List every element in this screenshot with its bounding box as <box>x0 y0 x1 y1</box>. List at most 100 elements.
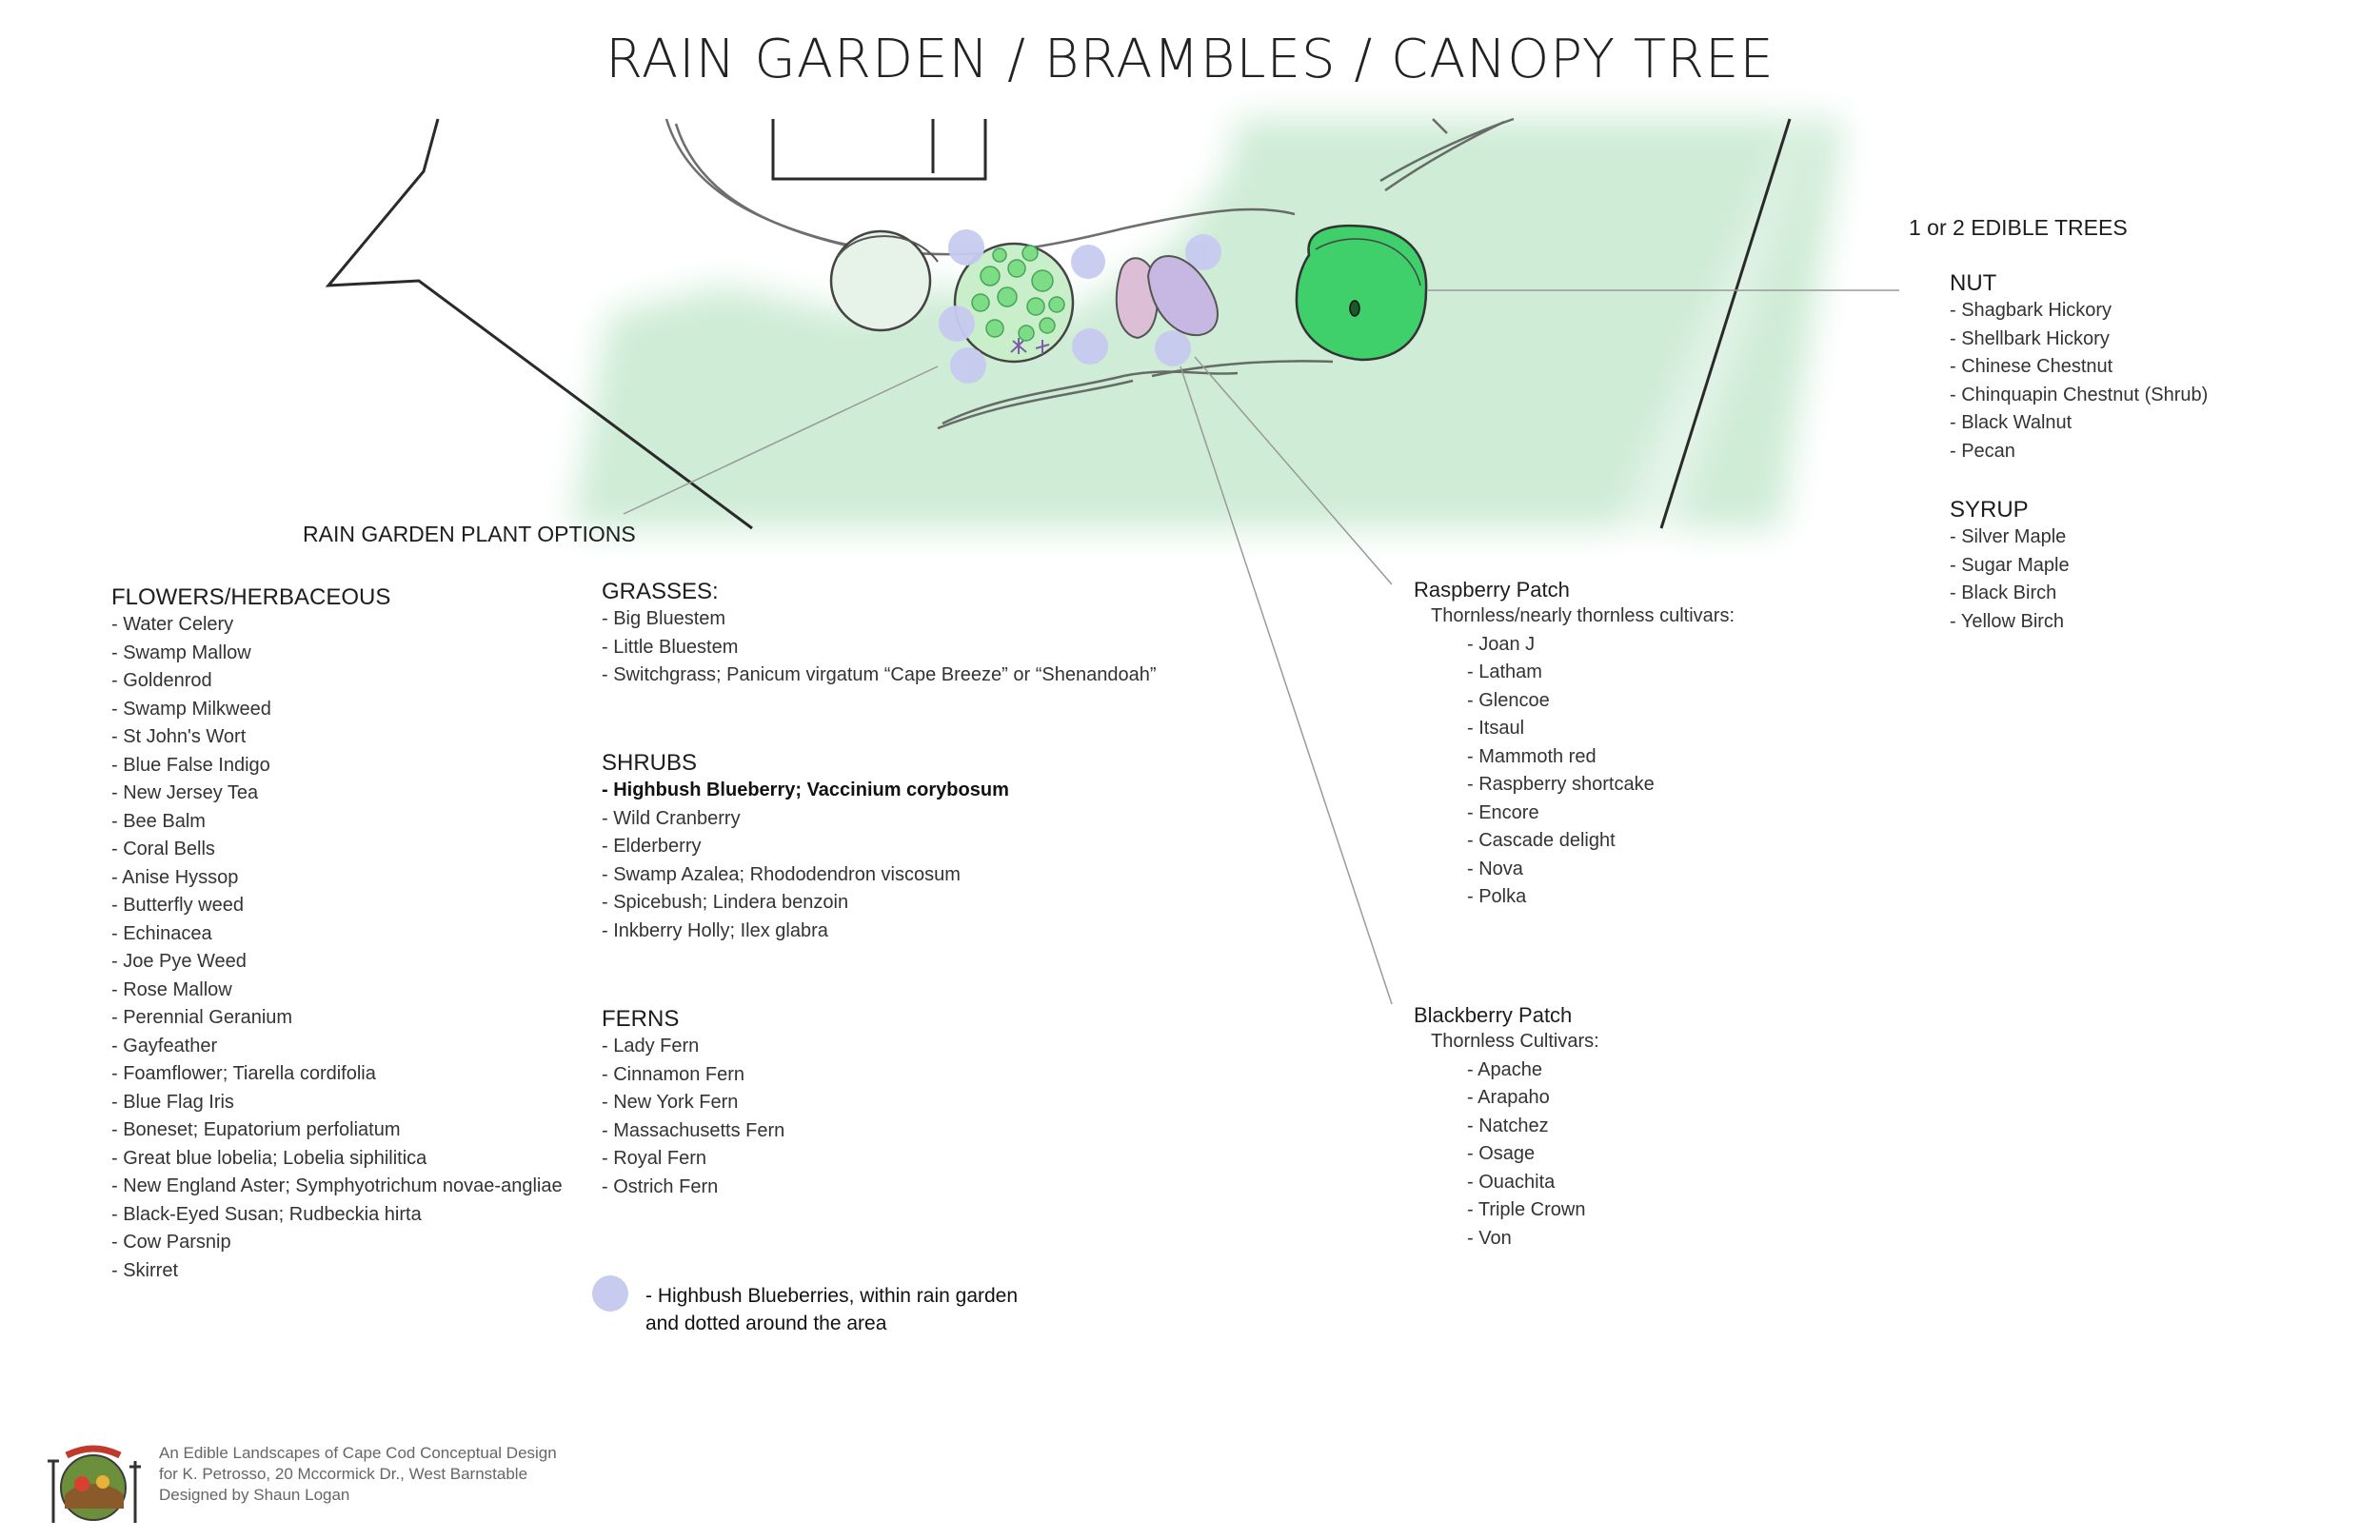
flowers-item: - Echinacea <box>111 922 212 944</box>
blueberry-legend: - Highbush Blueberries, within rain gard… <box>645 1282 1018 1337</box>
edible-trees-label: 1 or 2 EDIBLE TREES <box>1909 215 2128 240</box>
raspberry-subheading: Thornless/nearly thornless cultivars: <box>1431 605 1735 626</box>
ferns-item: - New York Fern <box>602 1092 739 1113</box>
flowers-item: - St John's Wort <box>111 726 247 747</box>
syrup-list: - Silver Maple - Sugar Maple - Black Birch… <box>1950 523 2070 636</box>
ferns-list: - Lady Fern - Cinnamon Fern - New York Fer… <box>602 1033 784 1201</box>
nut-item: - Chinese Chestnut <box>1950 356 2113 377</box>
shrubs-heading: SHRUBS <box>602 750 698 776</box>
raspberry-item: - Encore <box>1467 801 1539 823</box>
raspberry-item: - Latham <box>1467 661 1542 682</box>
property-lines <box>325 118 1792 530</box>
blackberry-item: - Triple Crown <box>1467 1199 1586 1220</box>
ferns-item: - Massachusetts Fern <box>602 1119 785 1141</box>
raspberry-patch-shape <box>1115 257 1159 340</box>
syrup-item: - Sugar Maple <box>1950 554 2070 576</box>
blueberry-dots <box>939 229 1221 384</box>
flowers-item: - Goldenrod <box>111 670 212 691</box>
blackberry-item: - Osage <box>1467 1143 1536 1164</box>
raspberry-heading: Raspberry Patch <box>1414 578 1570 602</box>
raspberry-item: - Joan J <box>1467 633 1536 655</box>
syrup-item: - Yellow Birch <box>1950 610 2065 632</box>
flowers-item: - New England Aster; Symphyotrichum nova… <box>111 1175 563 1196</box>
ferns-item: - Royal Fern <box>602 1148 707 1169</box>
grasses-section: GRASSES: - Big Bluestem - Little Bluestem… <box>602 579 1156 690</box>
flowers-item: - Perennial Geranium <box>111 1007 293 1028</box>
blackberry-item: - Ouachita <box>1467 1171 1556 1193</box>
nut-section: NUT - Shagbark Hickory- Shellbark Hickor… <box>1950 270 2208 465</box>
grasses-item: - Big Bluestem <box>602 608 726 629</box>
footer-credits: An Edible Landscapes of Cape Cod Concept… <box>159 1443 557 1506</box>
shrubs-item: - Highbush Blueberry; Vaccinium corybosu… <box>602 780 1009 800</box>
footer-line-2: for K. Petrosso, 20 Mccormick Dr., West … <box>159 1465 528 1483</box>
blackberry-list: - Apache- Arapaho- Natchez- Osage- Ouach… <box>1414 1056 1599 1254</box>
flowers-section: FLOWERS/HERBACEOUS - Water Celery - Swamp… <box>111 584 563 1285</box>
syrup-item: - Silver Maple <box>1950 526 2067 547</box>
nut-heading: NUT <box>1950 270 1997 296</box>
grasses-item: - Switchgrass; Panicum virgatum “Cape Br… <box>602 664 1157 685</box>
syrup-item: - Black Birch <box>1950 582 2057 603</box>
leader-lines <box>623 289 1899 1005</box>
page-title: RAIN GARDEN / BRAMBLES / CANOPY TREE <box>605 29 1775 90</box>
nut-item: - Chinquapin Chestnut (Shrub) <box>1950 384 2209 405</box>
raspberry-list: - Joan J - Latham - Glencoe - Itsaul - Mammo… <box>1414 631 1735 912</box>
flowers-list: - Water Celery - Swamp Mallow - Goldenrod -… <box>111 611 563 1285</box>
ferns-section: FERNS - Lady Fern- Cinnamon Fern- New Yo… <box>602 1006 784 1201</box>
blueberry-legend-swatch <box>592 1275 628 1312</box>
shrubs-item: - Wild Cranberry <box>602 807 741 829</box>
rain-garden-options-label: RAIN GARDEN PLANT OPTIONS <box>303 522 636 546</box>
shrubs-item: - Elderberry <box>602 836 702 857</box>
blackberry-item: - Arapaho <box>1467 1087 1550 1108</box>
grasses-heading: GRASSES: <box>602 579 719 604</box>
syrup-section: SYRUP - Silver Maple - Sugar Maple - Black… <box>1950 497 2070 636</box>
flowers-item: - Great blue lobelia; Lobelia siphilitic… <box>111 1147 427 1169</box>
flowers-item: - Coral Bells <box>111 839 215 859</box>
flowers-item: - Joe Pye Weed <box>111 951 247 972</box>
grasses-item: - Little Bluestem <box>602 636 739 658</box>
legend-line-2: and dotted around the area <box>645 1313 887 1334</box>
nut-item: - Black Walnut <box>1950 412 2073 433</box>
ferns-item: - Lady Fern <box>602 1036 700 1056</box>
shrubs-item: - Inkberry Holly; Ilex glabra <box>602 919 828 941</box>
flowers-item: - Swamp Milkweed <box>111 698 271 720</box>
shrubs-section: SHRUBS - Highbush Blueberry; Vaccinium c… <box>602 750 1009 945</box>
flowers-item: - Rose Mallow <box>111 978 232 1000</box>
nut-item: - Shellbark Hickory <box>1950 327 2110 349</box>
blackberry-heading: Blackberry Patch <box>1414 1003 1573 1027</box>
blackberry-item: - Natchez <box>1467 1115 1549 1136</box>
company-logo <box>48 1445 141 1523</box>
raspberry-item: - Mammoth red <box>1467 745 1597 767</box>
flowers-item: - Blue Flag Iris <box>111 1091 234 1113</box>
raspberry-item: - Polka <box>1467 886 1527 907</box>
nut-list: - Shagbark Hickory- Shellbark Hickory- C… <box>1950 297 2208 465</box>
blackberry-item: - Von <box>1467 1227 1512 1249</box>
flowers-item: - Bee Balm <box>111 810 206 832</box>
house-outline <box>771 119 987 181</box>
blackberry-section: Blackberry Patch Thornless Cultivars: - … <box>1414 1003 1599 1253</box>
raspberry-item: - Nova <box>1467 858 1523 879</box>
flowers-item: - Skirret <box>111 1259 178 1281</box>
flowers-item: - Butterfly weed <box>111 895 244 916</box>
flowers-heading: FLOWERS/HERBACEOUS <box>111 584 391 610</box>
flowers-item: - Water Celery <box>111 614 234 635</box>
flowers-item: - Cow Parsnip <box>111 1232 231 1253</box>
shrubs-list: - Highbush Blueberry; Vaccinium corybosu… <box>602 777 1009 945</box>
flowers-item: - Boneset; Eupatorium perfoliatum <box>111 1119 401 1140</box>
flowers-item: - Blue False Indigo <box>111 754 270 776</box>
flowers-item: - Foamflower; Tiarella cordifolia <box>111 1063 376 1084</box>
raspberry-item: - Raspberry shortcake <box>1467 774 1655 795</box>
shrubs-item: - Swamp Azalea; Rhododendron viscosum <box>602 863 961 885</box>
edible-tree <box>1295 224 1428 362</box>
flowers-item: - Black-Eyed Susan; Rudbeckia hirta <box>111 1203 422 1225</box>
raspberry-item: - Glencoe <box>1467 689 1550 711</box>
flowers-item: - New Jersey Tea <box>111 782 259 803</box>
nut-item: - Pecan <box>1950 440 2015 462</box>
syrup-heading: SYRUP <box>1950 497 2029 523</box>
ferns-item: - Cinnamon Fern <box>602 1063 745 1085</box>
ferns-item: - Ostrich Fern <box>602 1175 719 1197</box>
flowers-item: - Swamp Mallow <box>111 642 251 663</box>
shrubs-item: - Spicebush; Lindera benzoin <box>602 892 849 913</box>
footer-line-1: An Edible Landscapes of Cape Cod Concept… <box>159 1444 557 1462</box>
raspberry-item: - Itsaul <box>1467 718 1525 739</box>
